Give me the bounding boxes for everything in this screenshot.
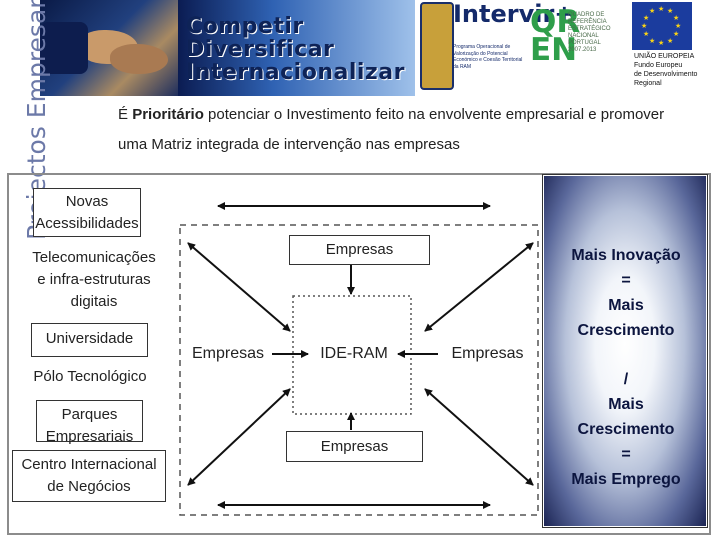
intervir-subtitle: Programa Operacional de Valorização do P…	[453, 44, 523, 70]
intervir-title: Intervir+	[453, 0, 575, 28]
outcome-panel: Mais Inovação = Mais Crescimento / Mais …	[542, 174, 708, 528]
centro-line-1: Centro Internacional	[21, 456, 157, 473]
diagram-frame	[7, 173, 711, 535]
panel-line-5: /	[623, 371, 629, 388]
slogan-line-1: Competir	[186, 14, 304, 39]
telecom-line-2: e infra-estruturas	[37, 271, 151, 288]
diagonal-arrow-top-left	[187, 242, 291, 332]
eu-flag-icon: ★ ★ ★ ★ ★ ★ ★ ★ ★ ★ ★ ★	[632, 2, 692, 50]
eu-text-line: de Desenvolvimento	[634, 71, 698, 78]
box-empresas-bottom: Empresas	[286, 431, 423, 462]
panel-line-8: =	[621, 446, 631, 463]
header-banner: Competir Diversificar Internacionalizar …	[0, 0, 720, 100]
label-empresas-right: Empresas	[451, 345, 524, 362]
box-novas-acessibilidades: Novas Acessibilidades	[33, 188, 141, 237]
intervir-logo-block: Intervir+ Programa Operacional de Valori…	[417, 0, 574, 94]
slogan-panel: Competir Diversificar Internacionalizar	[178, 0, 415, 96]
box-centro-internacional: Centro Internacional de Negócios	[12, 450, 166, 502]
panel-line-3: Mais	[608, 297, 644, 314]
intro-prefix: É	[118, 106, 133, 123]
dashed-boundary	[179, 224, 539, 516]
intro-line-1: É Prioritário potenciar o Investimento f…	[118, 106, 664, 123]
box-universidade: Universidade	[31, 323, 148, 357]
qren-logo-block: QR EN QUADRO DE REFERÊNCIA ESTRATÉGICO N…	[530, 4, 625, 78]
panel-line-7: Crescimento	[577, 421, 675, 438]
eu-text-line: UNIÃO EUROPEIA	[634, 53, 695, 60]
diagonal-arrow-bottom-left	[187, 388, 291, 486]
label-empresas-left: Empresas	[191, 345, 265, 362]
intro-bold: Prioritário	[132, 106, 204, 123]
novas-line-2: Acessibilidades	[35, 214, 139, 232]
item-telecomunicacoes: Telecomunicações e infra-estruturas digi…	[20, 247, 168, 313]
handshake-photo	[40, 0, 180, 96]
panel-line-4: Crescimento	[577, 322, 675, 339]
intro-rest: potenciar o Investimento feito na envolv…	[203, 106, 665, 123]
slogan-line-3: Internacionalizar	[186, 60, 405, 85]
qren-text: QUADRO DE REFERÊNCIA ESTRATÉGICO NACIONA…	[568, 12, 611, 53]
intervir-emblem-icon	[420, 2, 454, 90]
box-empresas-top: Empresas	[289, 235, 430, 265]
eu-text-line: Regional	[634, 80, 662, 87]
eu-text-line: Fundo Europeu	[634, 62, 683, 69]
panel-line-6: Mais	[608, 396, 644, 413]
panel-line-1: Mais Inovação	[571, 247, 681, 264]
centro-line-2: de Negócios	[47, 478, 131, 495]
slogan-line-2: Diversificar	[186, 37, 335, 62]
parques-line-1: Parques	[61, 406, 118, 423]
panel-line-2: =	[621, 272, 631, 289]
parques-line-2: Empresariais	[45, 428, 134, 445]
telecom-line-1: Telecomunicações	[32, 249, 156, 266]
diagonal-arrow-bottom-right	[424, 388, 534, 486]
eu-fund-text: UNIÃO EUROPEIA Fundo Europeu de Desenvol…	[634, 52, 718, 88]
qren-logo-icon: QR EN	[530, 4, 581, 68]
diagonal-arrow-top-right	[424, 242, 534, 332]
box-parques-empresariais: Parques Empresariais	[36, 400, 143, 445]
telecom-line-3: digitais	[70, 293, 118, 310]
item-polo-tecnologico: Pólo Tecnológico	[33, 368, 147, 385]
panel-line-9: Mais Emprego	[571, 471, 681, 488]
label-ide-ram: IDE-RAM	[320, 345, 388, 362]
novas-line-1: Novas	[65, 192, 109, 210]
intro-line-2: uma Matriz integrada de intervenção nas …	[118, 136, 460, 153]
